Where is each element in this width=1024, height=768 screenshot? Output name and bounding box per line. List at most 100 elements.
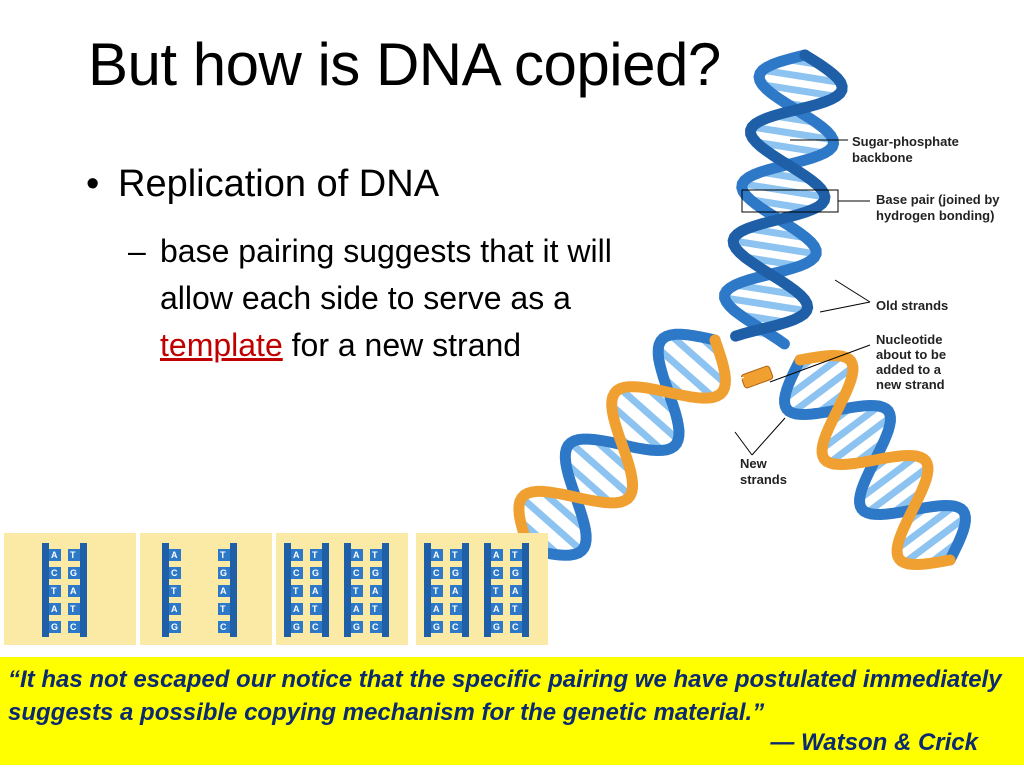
base-block — [218, 621, 230, 633]
base-block — [450, 567, 462, 579]
base-block — [450, 621, 462, 633]
base-letter: C — [512, 622, 519, 632]
base-letter: A — [171, 550, 178, 560]
strand-rail — [322, 543, 329, 637]
base-block — [49, 567, 61, 579]
sub-bullet-dash: – — [128, 233, 146, 269]
bullet-dot: • — [86, 163, 100, 205]
base-block — [291, 567, 303, 579]
base-block — [431, 603, 443, 615]
base-block — [291, 603, 303, 615]
base-block — [491, 549, 503, 561]
base-letter: G — [493, 622, 500, 632]
quote-text: “It has not escaped our notice that the … — [8, 666, 1002, 726]
base-block — [218, 549, 230, 561]
base-letter: A — [220, 586, 227, 596]
base-letter: G — [220, 568, 227, 578]
base-pair-rung — [540, 488, 588, 533]
base-block — [510, 603, 522, 615]
base-block — [291, 549, 303, 561]
base-letter: C — [171, 568, 178, 578]
base-block — [431, 585, 443, 597]
strand-backbone — [513, 334, 731, 582]
base-block — [291, 621, 303, 633]
base-pair-rung — [724, 294, 808, 315]
base-block — [510, 621, 522, 633]
base-block — [218, 603, 230, 615]
sub-bullet-text: base pairing suggests that it will allow… — [160, 228, 638, 369]
strand-backbone — [727, 49, 848, 342]
base-letter: C — [433, 568, 440, 578]
template-link[interactable]: template — [160, 327, 283, 363]
base-block — [310, 621, 322, 633]
base-letter: A — [493, 604, 500, 614]
label-basepair-1: Base pair (joined by — [876, 192, 1000, 207]
base-pair-rung — [789, 364, 856, 416]
base-block — [49, 603, 61, 615]
base-block — [310, 585, 322, 597]
strand-rail — [382, 543, 389, 637]
base-block — [370, 585, 382, 597]
slide-title: But how is DNA copied? — [88, 31, 721, 98]
base-block — [370, 549, 382, 561]
base-block — [169, 549, 181, 561]
base-block — [450, 549, 462, 561]
base-letter: G — [433, 622, 440, 632]
base-block — [431, 549, 443, 561]
strand-rail — [522, 543, 529, 637]
base-block — [68, 549, 80, 561]
base-block — [431, 567, 443, 579]
base-letter: A — [70, 586, 77, 596]
strand-rail — [230, 543, 237, 637]
base-letter: C — [372, 622, 379, 632]
base-letter: A — [452, 586, 459, 596]
base-block — [491, 585, 503, 597]
base-block — [68, 603, 80, 615]
base-letter: G — [51, 622, 58, 632]
base-letter: C — [51, 568, 58, 578]
bullet-replication: •Replication of DNA — [86, 163, 439, 206]
base-letter: T — [493, 586, 499, 596]
base-letter: T — [353, 586, 359, 596]
base-letter: A — [353, 550, 360, 560]
label-new-strands-1: New — [740, 456, 768, 471]
base-block — [49, 549, 61, 561]
label-new-strands-2: strands — [740, 472, 787, 487]
base-letter: C — [452, 622, 459, 632]
base-letter: G — [171, 622, 178, 632]
base-block — [510, 585, 522, 597]
base-letter: T — [70, 550, 76, 560]
base-pair-rung — [895, 503, 957, 552]
strand-rail — [484, 543, 491, 637]
base-block — [218, 567, 230, 579]
strand-backbone — [496, 328, 721, 561]
base-letter: T — [312, 550, 318, 560]
base-letter: C — [493, 568, 500, 578]
base-letter: A — [51, 604, 58, 614]
label-nucleotide-3: added to a — [876, 362, 942, 377]
base-block — [310, 567, 322, 579]
base-letter: G — [512, 568, 519, 578]
base-letter: T — [372, 604, 378, 614]
base-block — [431, 621, 443, 633]
base-letter: A — [512, 586, 519, 596]
base-letter: G — [293, 622, 300, 632]
watson-crick-quote: “It has not escaped our notice that the … — [0, 657, 1024, 765]
base-letter: T — [512, 604, 518, 614]
base-letter: G — [312, 568, 319, 578]
base-block — [450, 603, 462, 615]
base-pair-rung — [902, 514, 968, 566]
strand-rail — [80, 543, 87, 637]
base-block — [351, 549, 363, 561]
sub-bullet-text-end: for a new strand — [282, 327, 522, 363]
base-letter: G — [372, 568, 379, 578]
base-letter: C — [353, 568, 360, 578]
label-basepair-2: hydrogen bonding) — [876, 208, 994, 223]
base-letter: A — [493, 550, 500, 560]
base-block — [370, 603, 382, 615]
base-block — [310, 603, 322, 615]
base-pair-rung — [617, 385, 681, 443]
base-letter: A — [293, 604, 300, 614]
